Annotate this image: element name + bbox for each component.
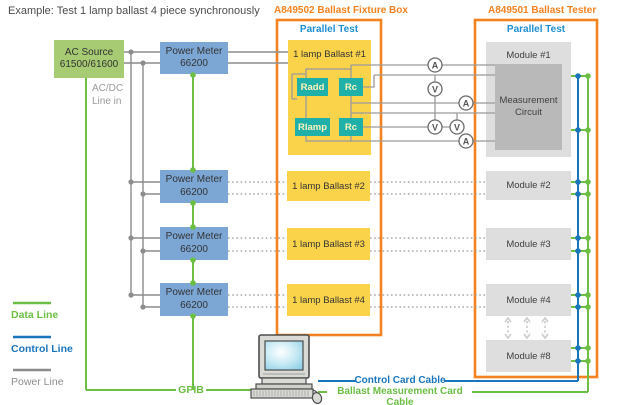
module-1-label: Module #1 [506,50,551,61]
meters: A V A V V A [427,57,474,149]
svg-text:V: V [432,84,438,94]
fixture-box-frame [275,18,383,337]
power-meter-1-label: Power Meter 66200 [165,45,223,70]
ballast-2-label: 1 lamp Ballast #2 [292,180,365,192]
voltmeter-icon: V [427,119,443,135]
legend-swatches [13,301,51,372]
rc-top-box [339,78,363,96]
control-line [318,76,579,382]
ballast-measurement-card-cable-label: Ballast Measurement Card Cable [337,386,463,405]
ac-source-label: AC Source 61500/61600 [59,46,119,71]
ballast-1-label: 1 lamp Ballast #1 [293,49,366,60]
radd-box [297,78,328,96]
computer-icon [250,334,323,404]
ac-source-box [54,40,124,78]
power-meter-2-box [160,170,228,203]
control-line-dots [575,73,581,364]
module-3-box [486,228,571,260]
data-line-dots [190,72,591,364]
measurement-circuit-label: Measurement Circuit [499,95,558,118]
fixture-box-title: A849502 Ballast Fixture Box [274,5,408,16]
module-4-box [486,284,571,316]
ammeter-icon: A [458,133,474,149]
power-meter-3-label: Power Meter 66200 [165,231,223,255]
tester-box-title: A849501 Ballast Tester [488,5,597,16]
module-4-label: Module #4 [506,294,551,306]
module-3-label: Module #3 [506,238,551,250]
ac-dc-line-in-note: AC/DC Line in [92,83,124,107]
rc-bottom-box [339,118,363,136]
control-card-cable-label: Control Card Cable [354,375,446,386]
ballast-4-box [287,284,370,316]
svg-text:A: A [463,98,470,108]
rlamp-box [295,118,330,136]
module-8-box [486,340,571,372]
legend-data-line: Data Line [11,309,59,321]
ballast-2-box [287,171,370,201]
tester-box-frame [473,18,599,379]
gpib-label: GPIB [178,384,204,396]
module-8-label: Module #8 [506,350,551,362]
svg-text:V: V [454,122,460,132]
svg-text:A: A [463,136,470,146]
dotted-wires [228,181,486,308]
svg-text:V: V [432,122,438,132]
diagram-title: Example: Test 1 lamp ballast 4 piece syn… [8,5,260,17]
radd-label: Radd [300,81,325,93]
legend-control-line: Control Line [11,343,73,355]
rc-top-label: Rc [344,81,358,93]
fixture-parallel-test-label: Parallel Test [299,24,359,35]
ammeter-icon: A [458,95,474,111]
continuation-arrows-icon [504,316,549,340]
ballast-3-label: 1 lamp Ballast #3 [292,238,365,250]
legend-power-line: Power Line [11,376,64,388]
power-meter-3-box [160,227,228,260]
rc-bottom-label: Rc [344,121,358,133]
power-meter-4-box [160,283,228,316]
ballast-4-label: 1 lamp Ballast #4 [292,294,365,306]
power-line-junction-dots [128,49,146,310]
rlamp-label: Rlamp [297,121,328,133]
power-lines [124,51,288,308]
power-meter-2-label: Power Meter 66200 [165,174,223,198]
measurement-circuit-box [495,64,562,150]
power-meter-1-box [160,42,228,74]
voltmeter-icon: V [427,81,443,97]
tester-parallel-test-label: Parallel Test [506,24,566,35]
module-2-label: Module #2 [506,180,551,191]
ammeter-icon: A [427,57,443,73]
voltmeter-icon: V [449,119,465,135]
module-2-box [486,171,571,200]
svg-text:A: A [432,60,439,70]
ballast-3-box [287,228,370,260]
power-meter-4-label: Power Meter 66200 [165,287,223,311]
